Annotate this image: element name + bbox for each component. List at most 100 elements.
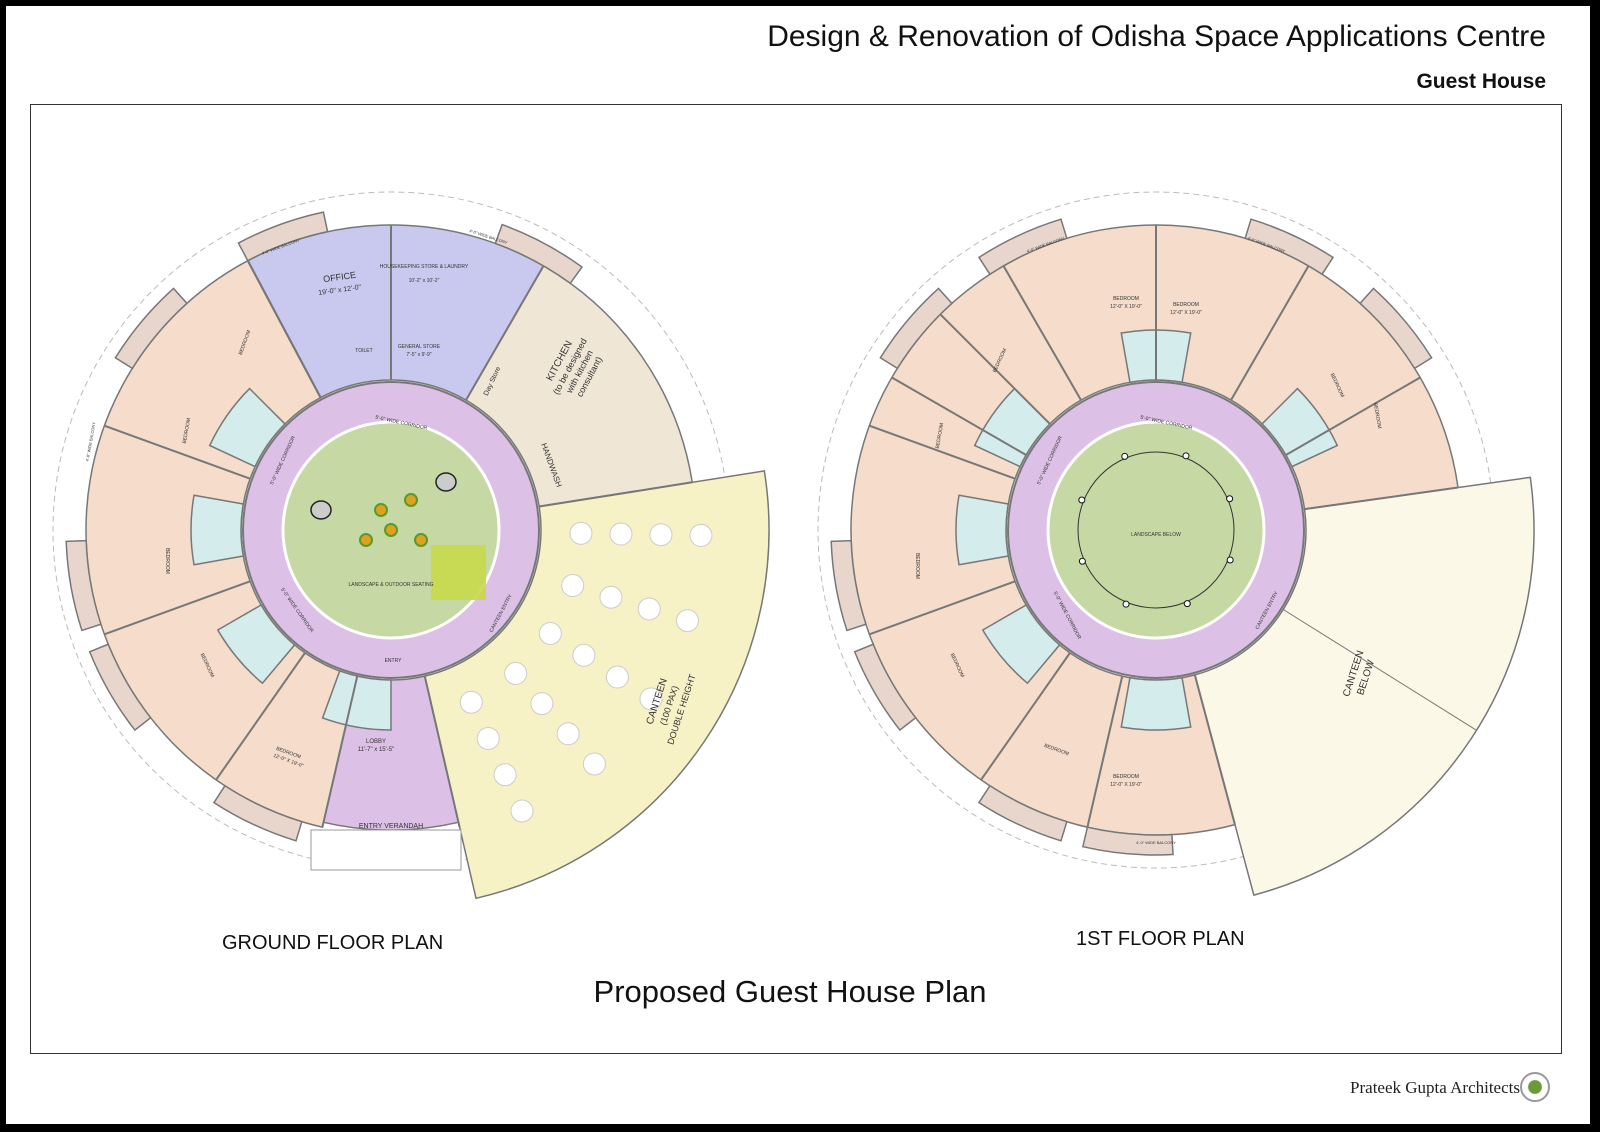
office-label: OFFICE — [323, 270, 357, 284]
inner-ring — [1077, 451, 1235, 609]
canteen-below — [1193, 476, 1535, 897]
tree-canopy-icon — [414, 533, 428, 547]
balcony-label: 4'-0" WIDE BALCONY — [85, 421, 97, 461]
dining-table-icon — [569, 521, 593, 545]
balcony-label: 4'-0" WIDE BALCONY — [1136, 840, 1176, 845]
landscape-label: LANDSCAPE & OUTDOOR SEATING — [349, 582, 434, 588]
ground-floor-caption: GROUND FLOOR PLAN — [222, 932, 444, 954]
bedroom-label: BEDROOM — [164, 548, 170, 574]
column-icon — [1121, 452, 1129, 460]
column-icon — [1226, 556, 1234, 564]
project-subtitle: Guest House — [1416, 70, 1546, 93]
dining-table-icon — [609, 522, 633, 546]
bedroom-label: BEDROOM — [1113, 774, 1139, 780]
partition-wall — [423, 675, 461, 828]
balcony — [830, 539, 867, 632]
lobby-size: 11'-7" x 15'-5" — [358, 747, 394, 753]
dining-table-icon — [689, 523, 713, 547]
planting-bed — [431, 545, 486, 600]
partition-wall — [1086, 675, 1124, 828]
dining-table-icon — [556, 722, 580, 746]
partition-wall — [1193, 674, 1236, 825]
partition-wall — [1285, 376, 1421, 456]
dining-table-icon — [572, 643, 596, 667]
landscape-void — [1046, 420, 1266, 640]
toilet — [321, 669, 392, 731]
tree-canopy-icon — [404, 493, 418, 507]
column-icon — [1226, 495, 1234, 503]
general-store-size: 7'-5" x 9'-9" — [406, 352, 431, 358]
floor-plans: OFFICE 19'-0" x 12'-0" HOUSEKEEPING STOR… — [52, 191, 1535, 900]
sheet: Design & Renovation of Odisha Space Appl… — [6, 6, 1590, 1124]
sheet-title: Proposed Guest House Plan — [593, 974, 987, 1009]
dining-table-icon — [599, 585, 623, 609]
balcony — [114, 287, 188, 370]
housekeeping-size: 10'-2" x 10'-2" — [409, 278, 440, 284]
kitchen-area — [464, 264, 694, 508]
partition-wall — [321, 675, 359, 828]
partition-wall — [246, 260, 322, 399]
column-icon — [1078, 496, 1086, 504]
dining-table-icon — [649, 523, 673, 547]
dining-table-icon — [637, 597, 661, 621]
tree-canopy-icon — [384, 523, 398, 537]
balcony — [1081, 826, 1174, 856]
dining-table-icon — [493, 763, 517, 787]
tree-canopy-icon — [374, 503, 388, 517]
dining-table-icon — [510, 799, 534, 823]
canteen-below-diagonal — [1282, 609, 1477, 731]
general-store-label: GENERAL STORE — [398, 344, 441, 350]
toilet — [1120, 676, 1192, 731]
dining-table-icon — [639, 687, 663, 711]
dining-table-icon — [675, 609, 699, 633]
first-floor-plan — [817, 191, 1535, 897]
partition-wall — [980, 652, 1071, 781]
partition-wall — [869, 424, 1016, 480]
toilet-label: TOILET — [355, 348, 372, 354]
partition-wall — [104, 424, 251, 480]
partition-wall — [869, 580, 1016, 636]
balcony — [494, 223, 584, 285]
column-icon — [1078, 557, 1086, 565]
entry-steps — [310, 829, 462, 871]
dining-table-icon — [504, 661, 528, 685]
bedroom-label: BEDROOM — [1173, 302, 1199, 308]
dining-table-icon — [530, 692, 554, 716]
toilet — [1261, 387, 1339, 468]
toilet — [216, 603, 296, 685]
drawing-frame — [30, 104, 1562, 1054]
dining-table-icon — [582, 752, 606, 776]
partition-wall — [1304, 486, 1459, 511]
partition-wall — [104, 580, 251, 636]
project-title: Design & Renovation of Odisha Space Appl… — [767, 20, 1546, 53]
partition-wall — [939, 313, 1051, 425]
balcony — [88, 643, 152, 732]
entry-label: ENTRY — [385, 658, 403, 664]
partition-wall — [215, 652, 306, 781]
boulder-icon — [310, 500, 332, 520]
bedroom-label: BEDROOM — [914, 553, 920, 579]
partition-wall — [465, 265, 545, 401]
dining-table-icon — [538, 621, 562, 645]
toilet — [981, 603, 1061, 685]
firm-logo-icon — [1520, 1072, 1550, 1102]
balcony — [977, 784, 1068, 842]
partition-wall — [1230, 265, 1310, 401]
column-icon — [1122, 600, 1130, 608]
bedroom-label: BEDROOM — [182, 418, 192, 444]
dining-table-icon — [476, 726, 500, 750]
landscape-below-label: LANDSCAPE BELOW — [1131, 532, 1181, 538]
dining-table-icon — [561, 574, 585, 598]
firm-name: Prateek Gupta Architects — [1350, 1078, 1520, 1097]
partition-wall — [538, 481, 693, 508]
bedroom-size: 12'-0" X 19'-0" — [1110, 304, 1142, 310]
first-floor-caption: 1ST FLOOR PLAN — [1076, 928, 1245, 950]
balcony — [879, 287, 953, 370]
lobby-label: LOBBY — [366, 739, 386, 745]
column-icon — [1183, 600, 1191, 608]
toilet — [955, 494, 1010, 566]
dining-table-icon — [459, 690, 483, 714]
partition-wall — [891, 376, 1027, 456]
balcony — [212, 784, 303, 842]
